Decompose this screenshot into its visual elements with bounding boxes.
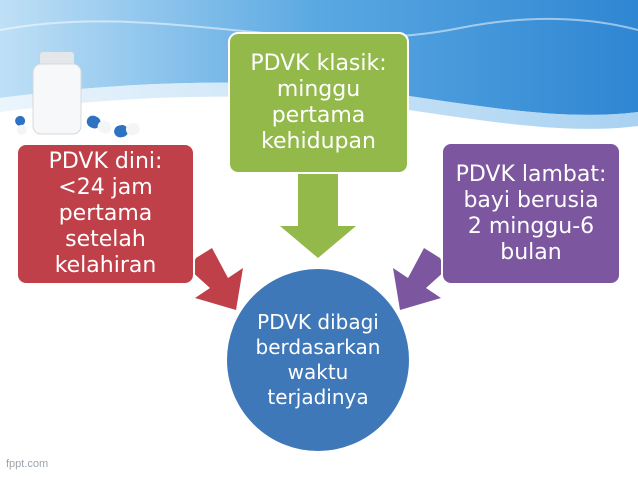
left-box-early: PDVK dini: <24 jam pertama setelah kelah…: [16, 143, 195, 285]
right-box-late: PDVK lambat: bayi berusia 2 minggu-6 bul…: [441, 142, 621, 285]
right-box-text: PDVK lambat: bayi berusia 2 minggu-6 bul…: [455, 161, 607, 265]
arrow-left-to-center: [190, 248, 243, 310]
capsule-icon: [15, 115, 140, 138]
top-box-classic: PDVK klasik: minggu pertama kehidupan: [228, 32, 409, 174]
left-box-text: PDVK dini: <24 jam pertama setelah kelah…: [48, 149, 163, 278]
top-box-text: PDVK klasik: minggu pertama kehidupan: [250, 51, 387, 154]
center-circle-text: PDVK dibagi berdasarkan waktu terjadinya: [255, 310, 381, 409]
pill-bottle-icon: [32, 52, 82, 135]
arrow-right-to-center: [393, 248, 446, 310]
center-circle: PDVK dibagi berdasarkan waktu terjadinya: [224, 266, 412, 454]
arrow-top-down: [280, 174, 356, 258]
watermark: fppt.com: [6, 458, 49, 470]
